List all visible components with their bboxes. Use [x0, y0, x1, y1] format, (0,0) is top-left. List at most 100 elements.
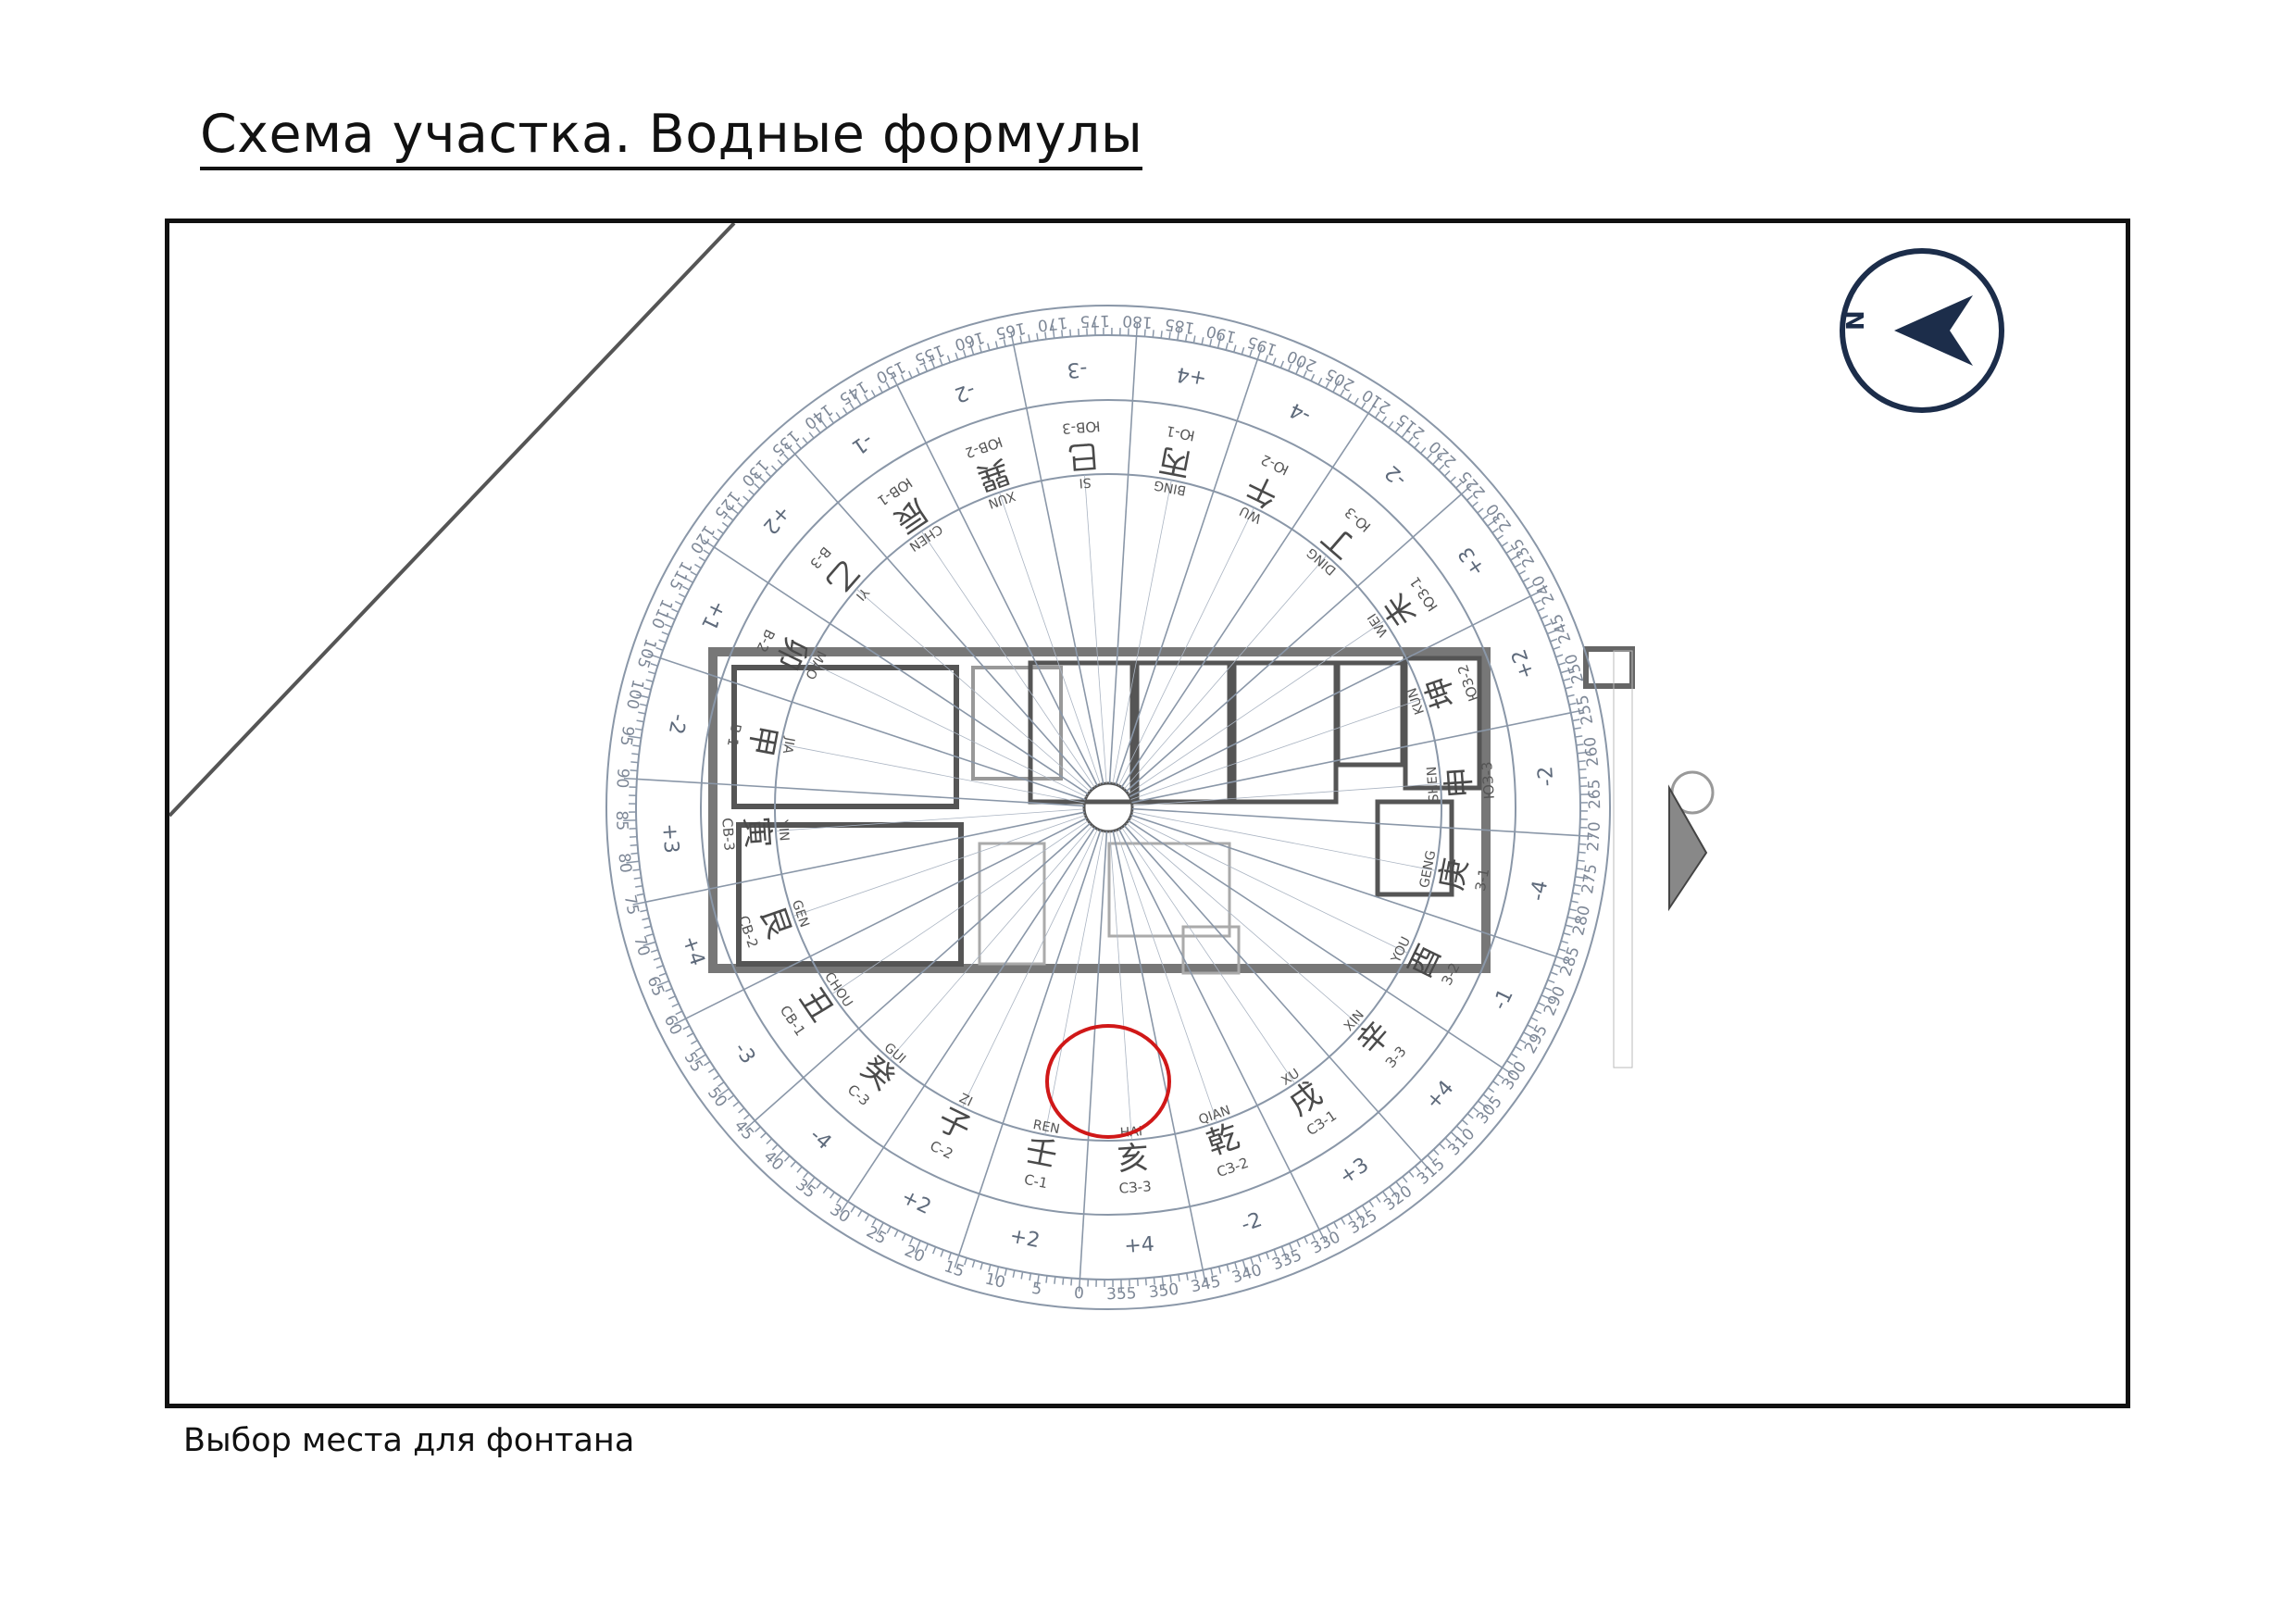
degree-tick-label: 165 [994, 319, 1028, 343]
sector-code: ЮЗ-3 [1479, 761, 1498, 800]
sector-hanzi: 巳 [1067, 436, 1101, 475]
sector-pinyin: SHEN [1425, 766, 1442, 803]
flying-star-number: +4 [1124, 1233, 1155, 1258]
sector-pinyin: ZI [956, 1091, 974, 1109]
flying-star-number: +2 [897, 1185, 934, 1219]
caption: Выбор места для фонтана [183, 1422, 635, 1459]
fountain-highlight-circle [1045, 1024, 1171, 1139]
sector-hanzi: 亥 [1117, 1139, 1151, 1178]
flying-star-number: -2 [952, 378, 979, 406]
degree-tick-label: 25 [863, 1223, 890, 1249]
page-title: Схема участка. Водные формулы [200, 104, 1143, 170]
flying-star-number: -2 [1239, 1208, 1266, 1237]
sector-hanzi: 申 [1440, 766, 1479, 800]
degree-tick-label: 180 [1122, 311, 1154, 331]
flying-star-number: +2 [1507, 646, 1539, 682]
degree-tick-label: 355 [1106, 1284, 1137, 1304]
degree-tick-label: 215 [1393, 409, 1429, 443]
degree-tick-label: 95 [616, 725, 637, 747]
degree-tick-label: 60 [660, 1012, 686, 1038]
degree-tick-label: 270 [1584, 821, 1604, 853]
degree-tick-label: 230 [1483, 500, 1516, 535]
degree-tick-label: 50 [704, 1084, 730, 1111]
flying-star-number: -4 [1527, 879, 1554, 903]
degree-tick-label: 175 [1079, 311, 1110, 331]
degree-tick-label: 0 [1073, 1284, 1084, 1304]
flying-star-number: -3 [729, 1039, 759, 1068]
degree-tick-label: 135 [767, 426, 803, 460]
degree-tick-label: 345 [1190, 1272, 1223, 1296]
degree-tick-label: 15 [942, 1257, 967, 1281]
flying-star-number: -4 [805, 1124, 836, 1155]
degree-tick-label: 315 [1414, 1155, 1449, 1189]
flying-star-number: +1 [696, 596, 730, 633]
degree-tick-label: 130 [738, 456, 772, 490]
sector-code: ЮВ-3 [1062, 418, 1102, 437]
degree-tick-label: 5 [1030, 1280, 1043, 1299]
degree-tick-label: 265 [1585, 779, 1604, 809]
flying-star-number: -2 [664, 712, 691, 736]
degree-tick-label: 65 [643, 974, 668, 999]
degree-tick-label: 225 [1455, 467, 1490, 502]
flying-star-number: -3 [1067, 356, 1089, 381]
sector-hanzi: 寅 [737, 816, 776, 850]
sector-code: В-1 [724, 722, 744, 748]
sector-pinyin: SI [1079, 474, 1092, 490]
degree-tick-label: 10 [983, 1269, 1007, 1292]
flying-star-number: +2 [757, 501, 794, 539]
degree-tick-label: 145 [836, 377, 871, 408]
degree-tick-label: 35 [792, 1175, 818, 1202]
sector-pinyin: YIN [775, 818, 792, 842]
degree-tick-label: 185 [1164, 314, 1196, 337]
degree-tick-label: 30 [827, 1201, 854, 1228]
degree-tick-label: 275 [1578, 863, 1602, 895]
degree-tick-label: 350 [1148, 1280, 1180, 1303]
sector-pinyin: GENG [1417, 849, 1439, 889]
degree-tick-label: 220 [1426, 437, 1460, 471]
sector-hanzi: 甲 [742, 721, 784, 759]
sector-code: Ю-1 [1165, 422, 1196, 444]
flying-star-number: -1 [847, 428, 877, 458]
flying-star-number: -2 [1380, 460, 1411, 491]
sector-code: СЗ-3 [1118, 1178, 1152, 1196]
flying-star-number: +3 [1335, 1154, 1373, 1190]
degree-tick-label: 125 [710, 487, 743, 522]
degree-tick-label: 20 [902, 1242, 928, 1267]
degree-tick-label: 280 [1569, 904, 1594, 937]
flying-star-number: -2 [1534, 766, 1559, 788]
flying-star-number: +4 [1175, 362, 1209, 391]
flying-star-number: -4 [1286, 397, 1315, 427]
sector-code: СВ-3 [718, 818, 738, 852]
degree-tick-label: 320 [1380, 1182, 1416, 1215]
sector-code: З-1 [1472, 867, 1492, 893]
degree-tick-label: 255 [1573, 693, 1597, 727]
degree-tick-label: 55 [680, 1049, 706, 1076]
degree-tick-label: 85 [612, 810, 631, 831]
degree-tick-label: 75 [620, 893, 643, 917]
degree-tick-label: 100 [622, 678, 647, 711]
degree-tick-label: 210 [1359, 385, 1394, 418]
degree-tick-label: 45 [730, 1117, 757, 1143]
north-label: N [1842, 310, 1870, 331]
degree-tick-label: 90 [612, 768, 631, 789]
flying-star-number: +4 [677, 933, 708, 969]
north-arrow-icon: N [1840, 248, 2004, 413]
degree-tick-label: 300 [1499, 1058, 1531, 1093]
degree-tick-label: 305 [1473, 1093, 1506, 1128]
sector-hanzi: 庚 [1433, 856, 1476, 893]
sector-code: С-1 [1023, 1171, 1049, 1192]
flying-star-number: -1 [1489, 985, 1518, 1014]
degree-tick-label: 170 [1037, 313, 1069, 335]
sector-pinyin: REN [1031, 1118, 1061, 1137]
flying-star-number: +2 [1008, 1225, 1042, 1254]
sector-pinyin: JIA [780, 735, 797, 756]
sector-hanzi: 壬 [1022, 1132, 1060, 1175]
degree-tick-label: 120 [686, 521, 718, 556]
flying-star-number: +3 [657, 823, 682, 855]
site-plan-diagram: 0510152025303540455055606570758085909510… [169, 223, 2004, 1310]
degree-tick-label: 235 [1507, 535, 1539, 570]
sector-hanzi: 丙 [1156, 441, 1194, 483]
house-floor-plan [169, 223, 1715, 1068]
flying-star-number: +3 [1454, 543, 1491, 581]
